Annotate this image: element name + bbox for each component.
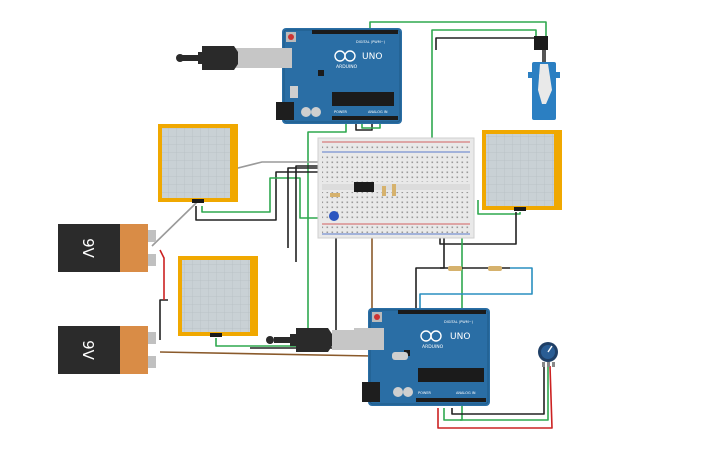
touch-panel-top-left[interactable] xyxy=(158,124,238,203)
arduino-top[interactable]: ARDUINO UNO DIGITAL (PWM~) POWER ANALOG … xyxy=(266,28,402,124)
touch-panel-right[interactable] xyxy=(482,130,562,211)
battery-2-label: 9V xyxy=(79,340,97,361)
usb-cable-bottom[interactable] xyxy=(266,328,362,352)
battery-1-label: 9V xyxy=(79,238,97,259)
arduino-bottom[interactable]: ARDUINO UNO DIGITAL (PWM~) POWER ANALOG … xyxy=(354,308,490,406)
wire-black-servo[interactable] xyxy=(435,37,540,50)
resistor-pair[interactable] xyxy=(448,266,502,271)
bottom-model: UNO xyxy=(450,332,470,342)
wire-black-panel-mid[interactable] xyxy=(287,167,320,248)
potentiometer[interactable] xyxy=(538,342,558,367)
top-brand: ARDUINO xyxy=(336,64,358,70)
top-power-label: POWER xyxy=(334,110,348,114)
breadboard[interactable] xyxy=(317,137,475,239)
top-analog-label: ANALOG IN xyxy=(368,110,388,114)
top-digital-label: DIGITAL (PWM~) xyxy=(356,40,386,44)
wire-black-top-gnd[interactable] xyxy=(355,120,373,131)
wire-black-bb-bottom-2[interactable] xyxy=(415,234,445,310)
wire-red-pot[interactable] xyxy=(437,365,553,429)
wire-green-pot[interactable] xyxy=(460,366,549,421)
bottom-power-label: POWER xyxy=(418,391,432,395)
bottom-brand: ARDUINO xyxy=(422,344,444,350)
wire-green-right-panel[interactable] xyxy=(477,200,521,215)
bottom-digital-label: DIGITAL (PWM~) xyxy=(444,320,474,324)
usb-cable-top[interactable] xyxy=(176,46,266,70)
wire-green-servo-2[interactable] xyxy=(431,29,537,230)
wire-blue-resistors[interactable] xyxy=(419,267,533,310)
servo-motor[interactable] xyxy=(528,36,560,120)
wire-red-bat1[interactable] xyxy=(159,249,165,300)
wire-green-panel1[interactable] xyxy=(201,177,330,219)
wire-black-panel1[interactable] xyxy=(195,171,380,221)
ic-chip[interactable] xyxy=(354,182,374,192)
capacitor[interactable] xyxy=(329,211,339,221)
bottom-analog-label: ANALOG IN xyxy=(456,391,476,395)
touch-panel-bottom[interactable] xyxy=(178,256,258,337)
top-model: UNO xyxy=(362,52,382,62)
wire-black-pot[interactable] xyxy=(451,366,545,415)
wire-green-servo[interactable] xyxy=(369,21,547,38)
battery-1[interactable]: 9V xyxy=(58,224,156,272)
breadboard-resistor[interactable] xyxy=(330,184,396,197)
battery-2[interactable]: 9V xyxy=(58,326,156,374)
wire-black-bat2[interactable] xyxy=(159,299,168,340)
